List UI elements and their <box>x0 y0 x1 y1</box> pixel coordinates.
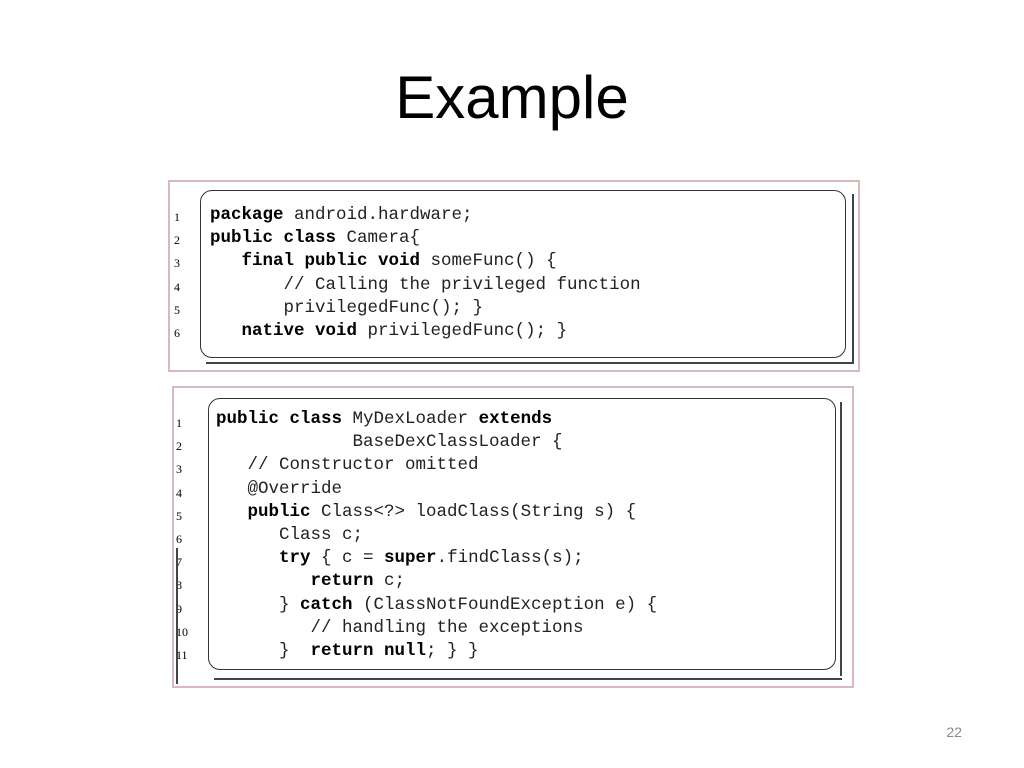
code-line: public class MyDexLoader extends <box>216 408 657 431</box>
code-text: .findClass(s); <box>436 548 584 569</box>
code-text: (ClassNotFoundException e) { <box>352 594 658 615</box>
code-line: Class c; <box>216 524 657 547</box>
code-text: Camera{ <box>336 228 421 249</box>
code-text: c; <box>373 571 406 592</box>
code-keyword: extends <box>478 409 553 429</box>
frame-shadow <box>206 362 854 364</box>
line-number: 2 <box>174 233 180 248</box>
code-text: ; } } <box>426 640 479 661</box>
code-keyword: public class <box>210 228 337 249</box>
code-line: @Override <box>216 478 657 501</box>
code-text: // Calling the privileged function <box>210 274 641 295</box>
page-number: 22 <box>946 724 962 740</box>
code-text: @Override <box>216 478 343 499</box>
code-line: return c; <box>216 570 657 593</box>
code-keyword: try <box>279 548 311 569</box>
code-line: BaseDexClassLoader { <box>216 431 657 454</box>
line-number: 11 <box>176 647 188 662</box>
line-number: 8 <box>176 578 182 593</box>
line-number: 1 <box>174 210 180 224</box>
code-line: } return null; } } <box>216 640 657 663</box>
line-number: 1 <box>176 416 182 430</box>
code-text <box>216 571 311 591</box>
code-text <box>210 321 242 341</box>
code-text: MyDexLoader <box>342 409 479 429</box>
code-text: BaseDexClassLoader { <box>216 432 563 453</box>
code-keyword: super <box>384 548 437 569</box>
line-number: 3 <box>174 256 180 271</box>
code-text <box>216 548 279 568</box>
code-keyword: return <box>310 571 374 592</box>
line-number: 6 <box>176 531 182 546</box>
frame-shadow <box>214 678 842 680</box>
code-text: Class<?> loadClass(String s) { <box>310 501 637 522</box>
slide-title: Example <box>395 64 629 131</box>
frame-shadow <box>852 194 854 364</box>
code-line: public class Camera{ <box>210 227 641 250</box>
code-text: Class c; <box>216 524 364 545</box>
code-keyword: catch <box>300 594 353 615</box>
line-number: 7 <box>176 555 182 570</box>
code-keyword: return null <box>310 640 427 661</box>
code-text <box>210 251 242 271</box>
frame-shadow <box>840 402 842 676</box>
code-text: } <box>216 640 311 661</box>
line-number: 10 <box>176 624 188 639</box>
code-text: { c = <box>310 548 385 569</box>
line-number: 5 <box>174 302 180 317</box>
code-line: try { c = super.findClass(s); <box>216 547 657 570</box>
code-keyword: public <box>247 501 311 522</box>
code-line: // handling the exceptions <box>216 617 657 640</box>
code-line: package android.hardware; <box>210 204 641 227</box>
frame-shadow <box>176 548 178 684</box>
line-number: 4 <box>174 279 180 294</box>
code-line: } catch (ClassNotFoundException e) { <box>216 594 657 617</box>
code-text: privilegedFunc(); } <box>210 297 484 318</box>
line-number: 4 <box>176 485 182 500</box>
line-numbers: 1 2 3 4 5 6 <box>174 206 190 345</box>
line-number: 9 <box>176 601 182 616</box>
code-text: privilegedFunc(); } <box>357 320 568 341</box>
code-line: final public void someFunc() { <box>210 250 641 273</box>
line-numbers: 1 2 3 4 5 6 7 8 9 10 11 <box>176 412 192 667</box>
code-text: someFunc() { <box>420 251 557 272</box>
code-text: // Constructor omitted <box>216 455 479 476</box>
code-text: } <box>216 594 301 615</box>
code-figure-dexloader: 1 2 3 4 5 6 7 8 9 10 11 public class MyDexLoader e… <box>172 386 854 688</box>
code-text <box>216 502 248 522</box>
code-text: android.hardware; <box>283 205 473 225</box>
code-keyword: public class <box>216 409 343 429</box>
code-text: // handling the exceptions <box>216 617 584 638</box>
code-frame <box>208 398 836 670</box>
code-line: native void privilegedFunc(); } <box>210 320 641 343</box>
line-number: 2 <box>176 439 182 454</box>
code-listing: package android.hardware;public class Ca… <box>210 204 641 343</box>
line-number: 6 <box>174 325 180 340</box>
code-keyword: final public void <box>241 251 421 272</box>
line-number: 3 <box>176 462 182 477</box>
code-line: // Calling the privileged function <box>210 274 641 297</box>
code-keyword: package <box>210 205 284 225</box>
code-keyword: native void <box>241 320 358 341</box>
code-line: public Class<?> loadClass(String s) { <box>216 501 657 524</box>
line-number: 5 <box>176 508 182 523</box>
code-listing: public class MyDexLoader extends BaseDex… <box>216 408 657 663</box>
code-line: privilegedFunc(); } <box>210 297 641 320</box>
code-frame <box>200 190 846 358</box>
code-line: // Constructor omitted <box>216 454 657 477</box>
